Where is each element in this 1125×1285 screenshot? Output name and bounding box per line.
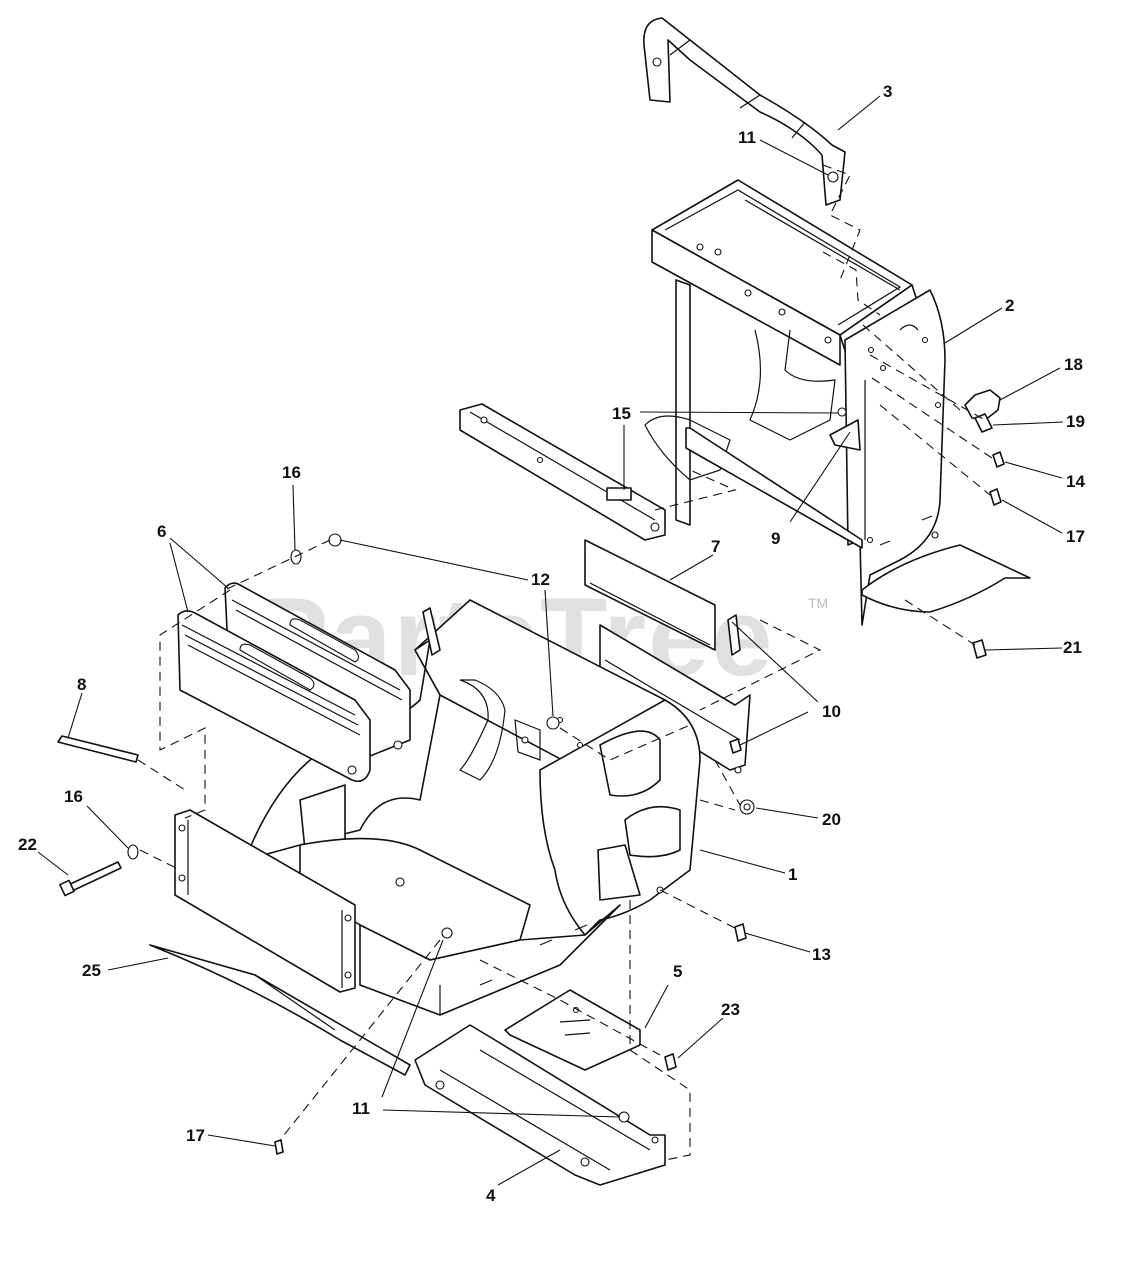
part-25-angle[interactable] xyxy=(149,944,411,1076)
part-5-plate[interactable] xyxy=(504,989,641,1071)
part-1-front-plate[interactable] xyxy=(174,809,356,993)
callout-25[interactable]: 25 xyxy=(82,961,101,980)
part-2-upper-frame[interactable] xyxy=(644,179,946,626)
part-13-screw[interactable] xyxy=(734,923,747,942)
trademark-mark: TM xyxy=(808,595,828,611)
callout-6[interactable]: 6 xyxy=(157,522,166,541)
callout-23[interactable]: 23 xyxy=(721,1000,740,1019)
callout-15[interactable]: 15 xyxy=(612,404,631,423)
part-3-handle[interactable] xyxy=(643,17,846,206)
part-15-nut[interactable] xyxy=(837,407,847,417)
part-11-nut-bottom[interactable] xyxy=(618,1111,630,1123)
callout-7[interactable]: 7 xyxy=(711,537,720,556)
callout-5[interactable]: 5 xyxy=(673,962,682,981)
callout-19[interactable]: 19 xyxy=(1066,412,1085,431)
part-11-nut-mid[interactable] xyxy=(441,927,453,939)
callout-13[interactable]: 13 xyxy=(812,945,831,964)
part-10-angle-strip[interactable] xyxy=(599,614,751,774)
callout-22[interactable]: 22 xyxy=(18,835,37,854)
part-2-footrest[interactable] xyxy=(861,544,1031,613)
part-23-screw[interactable] xyxy=(664,1053,677,1071)
part-7-panel[interactable] xyxy=(584,539,716,651)
callout-3[interactable]: 3 xyxy=(883,82,892,101)
callout-11-bottom[interactable]: 11 xyxy=(352,1099,370,1118)
part-16-washer-left[interactable] xyxy=(127,844,139,860)
callout-16-top[interactable]: 16 xyxy=(282,463,301,482)
callout-9[interactable]: 9 xyxy=(771,529,780,548)
callout-8[interactable]: 8 xyxy=(77,675,86,694)
part-4-lower-bracket[interactable] xyxy=(414,1024,666,1186)
part-19-bolt[interactable] xyxy=(974,413,993,433)
callout-16-left[interactable]: 16 xyxy=(64,787,83,806)
part-20-grommet[interactable] xyxy=(739,799,755,815)
part-17-screw-bottom[interactable] xyxy=(274,1139,284,1155)
part-16-washer-top[interactable] xyxy=(290,549,302,565)
leader-lines xyxy=(37,95,1064,1186)
part-12-nut[interactable] xyxy=(546,716,560,730)
part-21-bolt[interactable] xyxy=(972,639,987,659)
part-10-screw[interactable] xyxy=(729,738,742,754)
callout-10[interactable]: 10 xyxy=(822,702,841,721)
callout-11-top[interactable]: 11 xyxy=(738,128,756,147)
callout-12[interactable]: 12 xyxy=(531,570,550,589)
part-9-cross-bar[interactable] xyxy=(685,419,863,549)
callout-1[interactable]: 1 xyxy=(788,865,797,884)
callout-14[interactable]: 14 xyxy=(1066,472,1085,491)
callout-2[interactable]: 2 xyxy=(1005,296,1014,315)
callout-17-right[interactable]: 17 xyxy=(1066,527,1085,546)
part-8-rod[interactable] xyxy=(57,735,139,763)
part-6-weights[interactable] xyxy=(177,582,411,783)
callout-21[interactable]: 21 xyxy=(1063,638,1082,657)
callout-17-bottom[interactable]: 17 xyxy=(186,1126,205,1145)
callout-20[interactable]: 20 xyxy=(822,810,841,829)
part-17-screw-right[interactable] xyxy=(989,488,1002,506)
callout-labels: 3 11 2 18 19 14 17 15 9 7 12 16 6 21 10 … xyxy=(18,82,1085,1205)
assembly-dashed-lines xyxy=(137,164,996,1161)
part-14-screw[interactable] xyxy=(992,451,1005,468)
callout-4[interactable]: 4 xyxy=(486,1186,496,1205)
callout-18[interactable]: 18 xyxy=(1064,355,1083,374)
part-15-rail[interactable] xyxy=(459,403,666,541)
part-11-nut-top[interactable] xyxy=(827,171,839,183)
part-22-bolt[interactable] xyxy=(59,861,122,897)
part-18-knob[interactable] xyxy=(964,389,1001,421)
part-12-nut-top[interactable] xyxy=(328,533,342,547)
